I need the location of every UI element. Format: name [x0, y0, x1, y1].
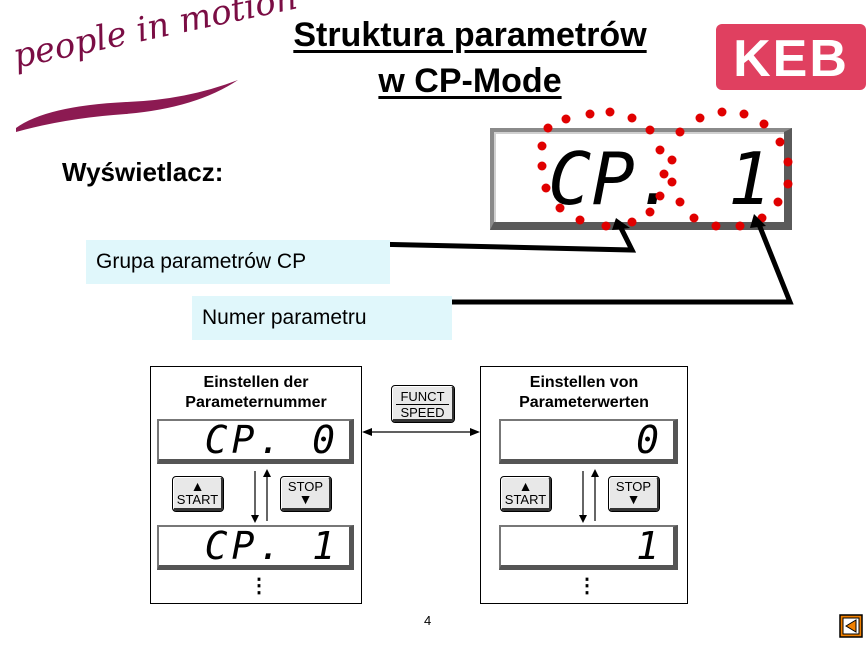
dotted-circle-number	[667, 107, 793, 231]
arrow-to-group	[371, 224, 637, 253]
panel-right-title: Einstellen von Parameterwerten	[481, 373, 687, 413]
stop-down-key[interactable]: STOP ▼	[608, 476, 660, 512]
arrow-to-number	[442, 221, 794, 305]
start-up-key[interactable]: ▲ START	[172, 476, 224, 512]
panel-right-title-line2: Parameterwerten	[519, 394, 649, 411]
panel-left-title: Einstellen der Parameternummer	[151, 373, 361, 413]
panel-right-cycle-arrows	[579, 469, 599, 523]
arrow-head-number	[750, 214, 766, 228]
panel-parameter-value: Einstellen von Parameterwerten 0 ▲ START…	[480, 366, 688, 604]
panel-left-title-line2: Parameternummer	[185, 394, 327, 411]
funct-key-line2: SPEED	[396, 404, 449, 420]
panel-right-ellipsis: ⋮	[577, 575, 597, 597]
panel-right-display-top: 0	[499, 419, 678, 464]
start-key-label: START	[504, 492, 547, 507]
arrow-up-icon: ▲	[518, 478, 533, 494]
keb-logo: KEB	[716, 24, 866, 90]
arrow-up-icon: ▲	[190, 478, 205, 494]
large-display-number: 1	[728, 137, 771, 221]
funct-speed-key[interactable]: FUNCT SPEED	[391, 385, 455, 423]
panel-right-title-line1: Einstellen von	[529, 374, 639, 391]
callout-arrows	[371, 221, 794, 305]
funct-key-line1: FUNCT	[400, 389, 445, 404]
panel-parameter-number: Einstellen der Parameternummer CP. 0 ▲ S…	[150, 366, 362, 604]
slide-title: Struktura parametrów w CP-Mode	[240, 12, 700, 104]
panel-left-title-line1: Einstellen der	[203, 374, 309, 391]
panel-left-display-top: CP. 0	[157, 419, 354, 464]
arrow-down-icon: ▼	[298, 491, 313, 507]
arrow-down-icon: ▼	[626, 491, 641, 507]
callout-parameter-number: Numer parametru	[192, 296, 452, 340]
previous-slide-icon[interactable]	[839, 614, 863, 638]
panel-left-display-bottom: CP. 1	[157, 525, 354, 570]
callout-parameter-group: Grupa parametrów CP	[86, 240, 390, 284]
dotted-circle-group	[537, 107, 669, 231]
stop-key-label: STOP	[287, 479, 324, 494]
page-number: 4	[424, 613, 432, 628]
display-label: Wyświetlacz:	[62, 157, 224, 187]
keb-logo-text: KEB	[733, 30, 849, 88]
start-key-label: START	[176, 492, 219, 507]
panel-left-cycle-arrows	[251, 469, 271, 523]
arrow-head-group	[612, 218, 630, 230]
title-line-1: Struktura parametrów	[293, 16, 647, 54]
panel-left-ellipsis: ⋮	[249, 575, 269, 597]
panel-right-display-bottom: 1	[499, 525, 678, 570]
start-up-key[interactable]: ▲ START	[500, 476, 552, 512]
stop-down-key[interactable]: STOP ▼	[280, 476, 332, 512]
title-line-2: w CP-Mode	[378, 62, 562, 100]
stop-key-label: STOP	[615, 479, 652, 494]
